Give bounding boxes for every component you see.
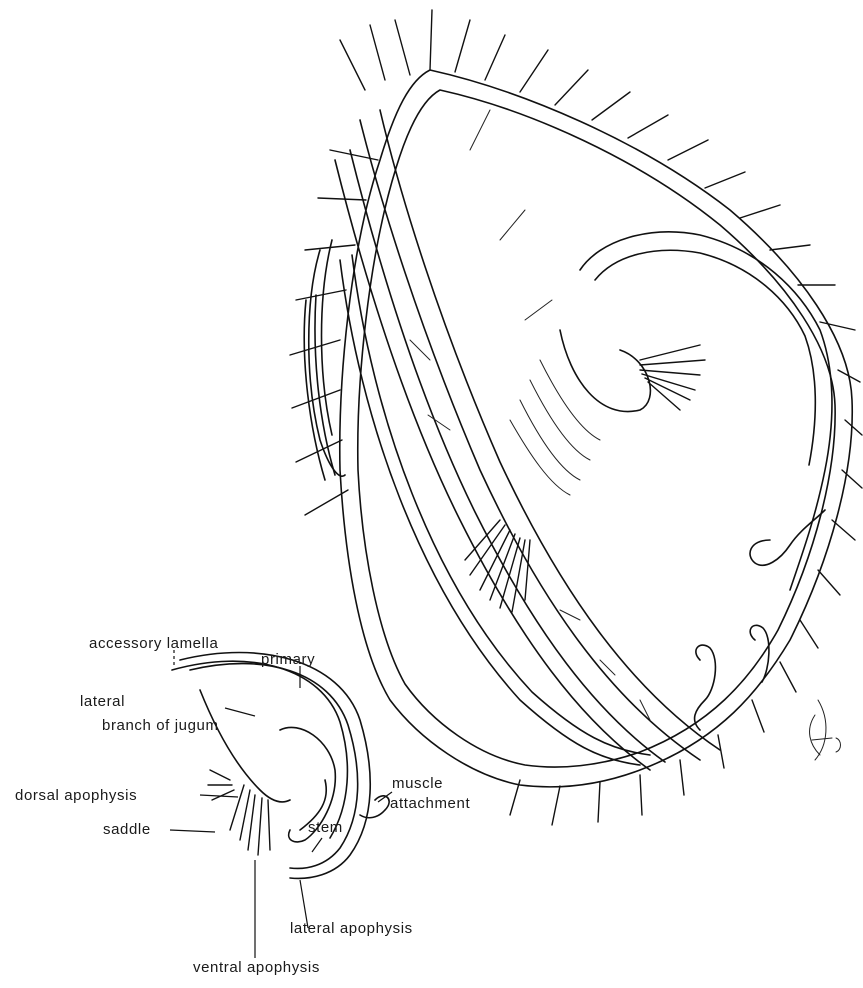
leader-stem [312,838,322,852]
label-branch-of-jugum: branch of jugum [102,718,219,733]
label-attachment: attachment [390,796,470,811]
label-primary: primary [261,652,315,667]
label-lateral-apophysis: lateral apophysis [290,921,413,936]
label-stem: stem [308,820,343,835]
leader-saddle [170,830,215,832]
label-ventral-apophysis: ventral apophysis [193,960,320,975]
inset-ventral-spines [230,785,270,855]
label-lateral: lateral [80,694,125,709]
label-saddle: saddle [103,822,151,837]
inset-muscle-hook [360,796,389,818]
label-accessory-lamella: accessory lamella [89,636,218,651]
label-muscle: muscle [392,776,443,791]
leader-branch-of-jugum [225,708,255,716]
label-dorsal-apophysis: dorsal apophysis [15,788,137,803]
inset-primary-lamella-inner [190,664,358,869]
